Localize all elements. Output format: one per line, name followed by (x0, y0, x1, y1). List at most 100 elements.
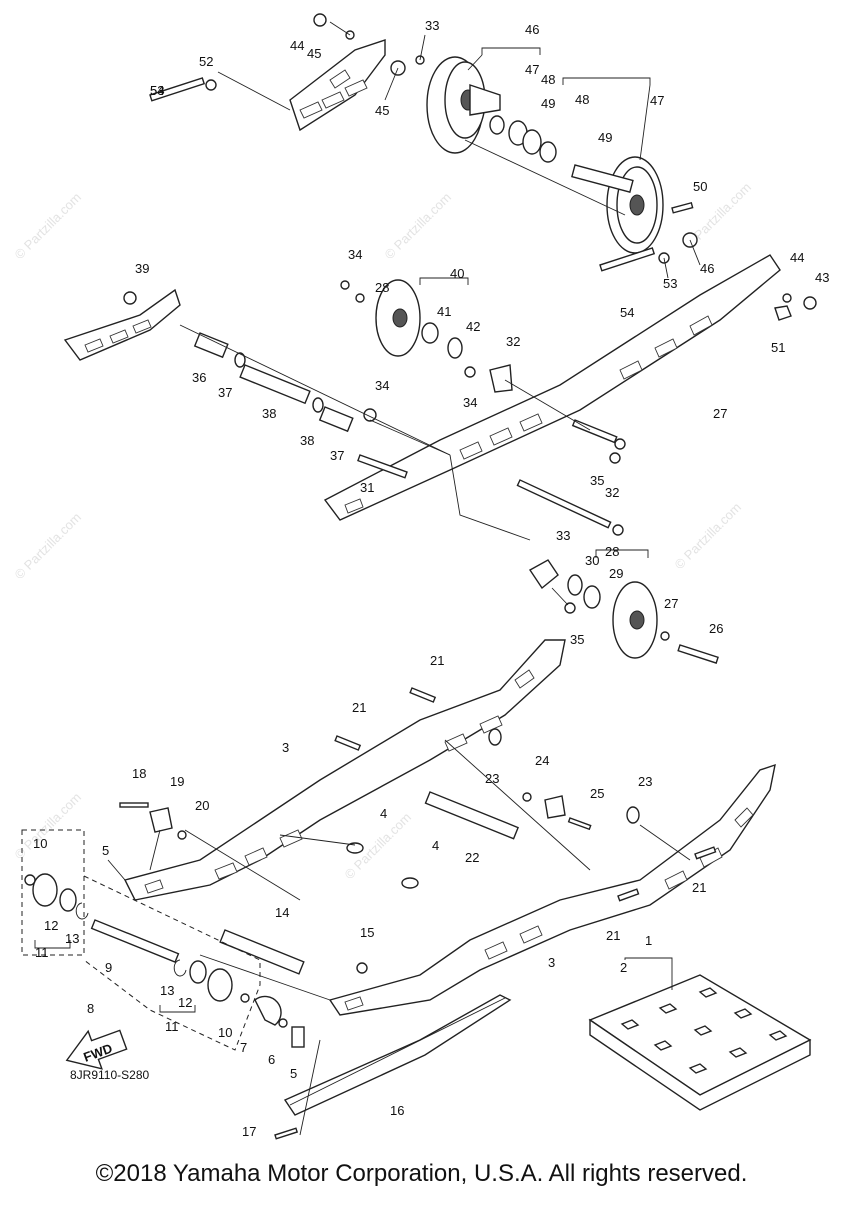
lower-rail-left (123, 639, 566, 901)
callout-12: 12 (44, 918, 58, 933)
middle-rail-left (63, 288, 181, 361)
callout-7: 7 (240, 1040, 247, 1055)
callout-34: 34 (463, 395, 477, 410)
drawing-code: 8JR9110-S280 (70, 1068, 150, 1082)
callout-44: 44 (290, 38, 304, 53)
callout-34: 34 (348, 247, 362, 262)
callout-23: 23 (485, 771, 499, 786)
callout-16: 16 (390, 1103, 404, 1118)
callout-31: 31 (360, 480, 374, 495)
fwd-arrow: FWD (65, 1029, 128, 1070)
middle-rail-right (323, 254, 781, 521)
callout-32: 32 (605, 485, 619, 500)
callout-8: 8 (87, 1001, 94, 1016)
callout-45: 45 (307, 46, 321, 61)
callout-35: 35 (590, 473, 604, 488)
callout-36: 36 (192, 370, 206, 385)
callout-33: 33 (556, 528, 570, 543)
callout-43: 43 (815, 270, 829, 285)
lower-rail-right (328, 763, 776, 1016)
callout-46: 46 (525, 22, 539, 37)
callout-33: 33 (425, 18, 439, 33)
callout-47: 47 (650, 93, 664, 108)
track-section (588, 957, 812, 1111)
callout-5: 5 (290, 1066, 297, 1081)
callout-42: 42 (466, 319, 480, 334)
watermark: © Partzilla.com (12, 190, 85, 263)
callout-51: 51 (771, 340, 785, 355)
callout-9: 9 (105, 960, 112, 975)
middle-leaders (179, 277, 649, 606)
middle-wheel-upper (340, 279, 463, 359)
callout-53: 53 (150, 83, 164, 98)
callout-5: 5 (102, 843, 109, 858)
callout-45: 45 (375, 103, 389, 118)
callout-44: 44 (790, 250, 804, 265)
callout-3: 3 (548, 955, 555, 970)
callout-52: 52 (199, 54, 213, 69)
callout-32: 32 (506, 334, 520, 349)
callout-25: 25 (590, 786, 604, 801)
middle-shafts (123, 291, 626, 536)
callout-19: 19 (170, 774, 184, 789)
callout-54: 54 (620, 305, 634, 320)
callout-4: 4 (380, 806, 387, 821)
callout-23: 23 (638, 774, 652, 789)
callout-46: 46 (700, 261, 714, 276)
callout-49: 49 (598, 130, 612, 145)
callout-29: 29 (609, 566, 623, 581)
callout-21: 21 (692, 880, 706, 895)
callout-13: 13 (160, 983, 174, 998)
callout-37: 37 (218, 385, 232, 400)
callout-12: 12 (178, 995, 192, 1010)
callout-49: 49 (541, 96, 555, 111)
watermark: © Partzilla.com (672, 500, 745, 573)
callout-28: 28 (375, 280, 389, 295)
front-axle-assembly (21, 829, 305, 1051)
callout-labels: 1233445567891010111112121313141516171819… (33, 18, 829, 1139)
callout-27: 27 (713, 406, 727, 421)
callout-10: 10 (33, 836, 47, 851)
callout-39: 39 (135, 261, 149, 276)
lower-leaders (107, 739, 691, 1136)
lower-cross-shafts (119, 687, 717, 975)
callout-37: 37 (330, 448, 344, 463)
middle-wheel-lower (528, 559, 719, 664)
callout-24: 24 (535, 753, 549, 768)
callout-34: 34 (375, 378, 389, 393)
callout-26: 26 (709, 621, 723, 636)
callout-54: 54 (150, 83, 164, 98)
callout-13: 13 (65, 931, 79, 946)
callout-2: 2 (620, 960, 627, 975)
idler-wheel-left (426, 56, 501, 154)
callout-4: 4 (432, 838, 439, 853)
callout-17: 17 (242, 1124, 256, 1139)
callout-14: 14 (275, 905, 289, 920)
slide-runner (274, 994, 512, 1140)
callout-21: 21 (430, 653, 444, 668)
callout-35: 35 (570, 632, 584, 647)
upper-rail-section (289, 39, 386, 132)
callout-10: 10 (218, 1025, 232, 1040)
copyright-notice: ©2018 Yamaha Motor Corporation, U.S.A. A… (95, 1160, 748, 1187)
callout-11: 11 (165, 1019, 179, 1034)
callout-11: 11 (35, 945, 49, 960)
callout-48: 48 (575, 92, 589, 107)
watermark: © Partzilla.com (382, 190, 455, 263)
callout-6: 6 (268, 1052, 275, 1067)
callout-53: 53 (663, 276, 677, 291)
callout-20: 20 (195, 798, 209, 813)
callout-27: 27 (664, 596, 678, 611)
watermark: © Partzilla.com (12, 510, 85, 583)
callout-22: 22 (465, 850, 479, 865)
callout-38: 38 (262, 406, 276, 421)
idler-axle (464, 115, 634, 216)
callout-28: 28 (605, 544, 619, 559)
callout-30: 30 (585, 553, 599, 568)
callout-38: 38 (300, 433, 314, 448)
callout-47: 47 (525, 62, 539, 77)
callout-41: 41 (437, 304, 451, 319)
callout-1: 1 (645, 933, 652, 948)
idler-wheel-right (606, 156, 664, 254)
